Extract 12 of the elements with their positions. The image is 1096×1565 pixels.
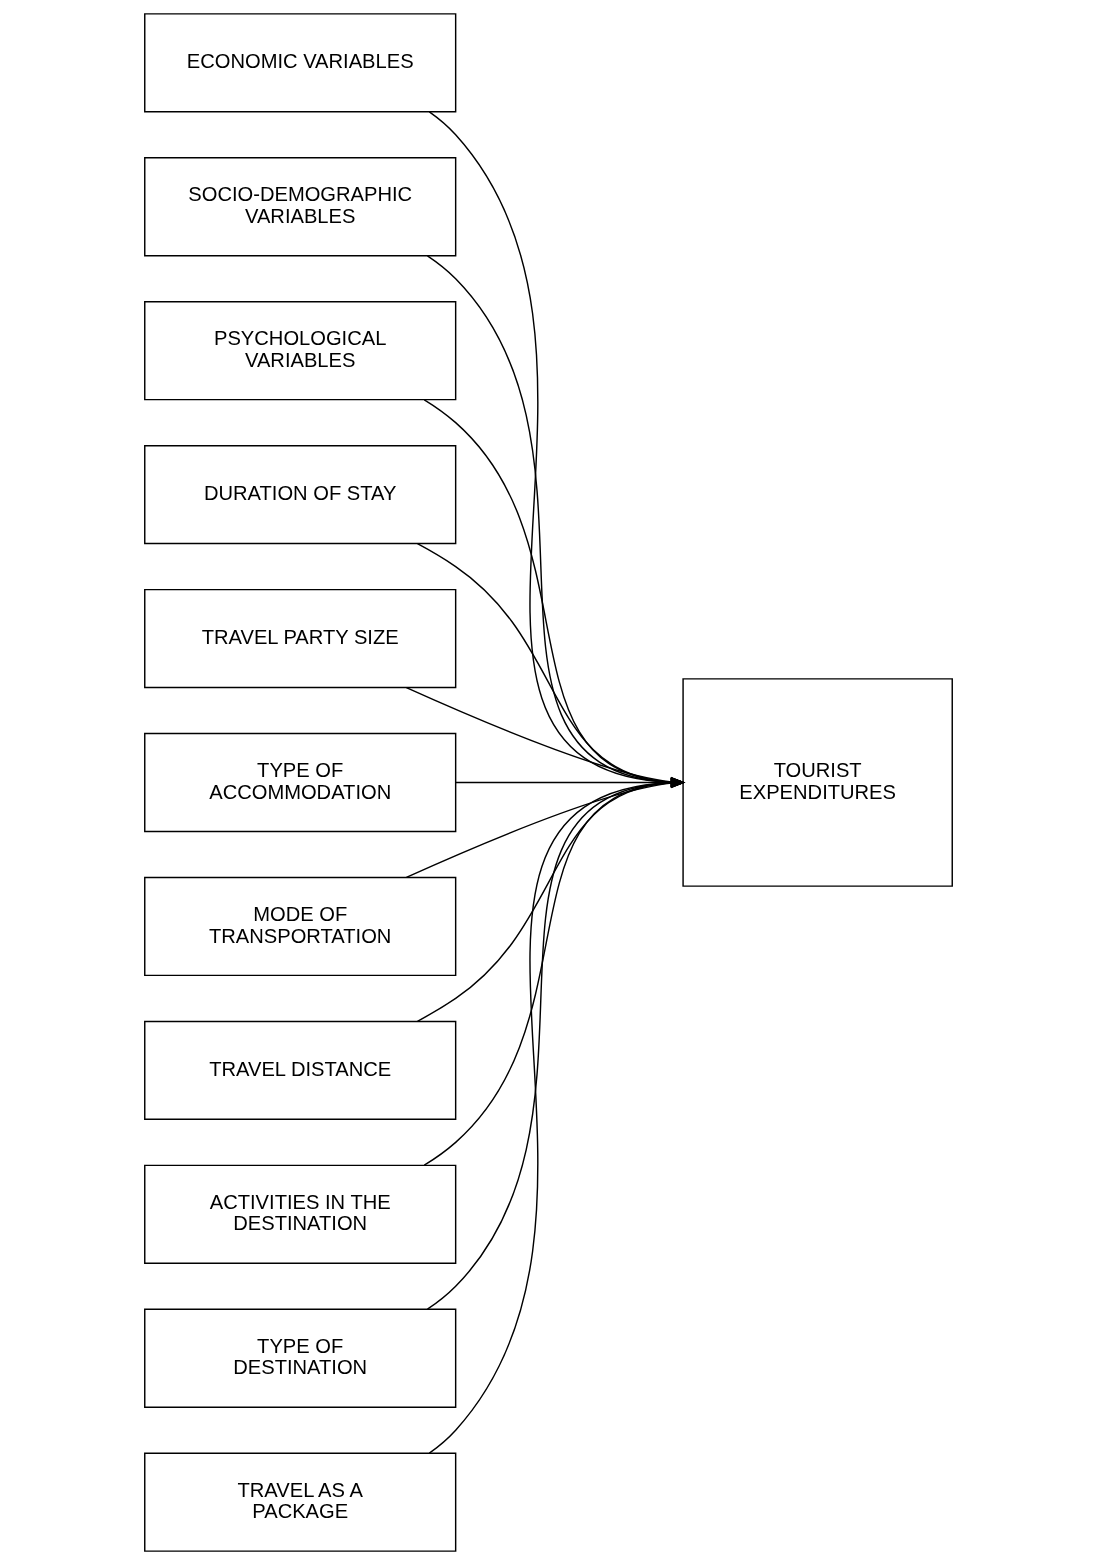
node-box: TRAVEL DISTANCE (143, 1020, 456, 1121)
node-box: PSYCHOLOGICAL VARIABLES (143, 301, 456, 401)
node-box: TRAVEL PARTY SIZE (143, 588, 456, 689)
node-box: TYPE OF DESTINATION (143, 1308, 456, 1408)
node-box: TOURIST EXPENDITURES (681, 678, 953, 887)
node-box: TYPE OF ACCOMMODATION (143, 732, 456, 833)
node-box: MODE OF TRANSPORTATION (143, 876, 456, 977)
node-box: ECONOMIC VARIABLES (143, 13, 456, 113)
node-box: SOCIO-DEMOGRAPHIC VARIABLES (143, 157, 456, 257)
node-box: TRAVEL AS A PACKAGE (143, 1452, 456, 1552)
node-box: DURATION OF STAY (143, 444, 456, 545)
node-box: ACTIVITIES IN THE DESTINATION (143, 1164, 456, 1264)
